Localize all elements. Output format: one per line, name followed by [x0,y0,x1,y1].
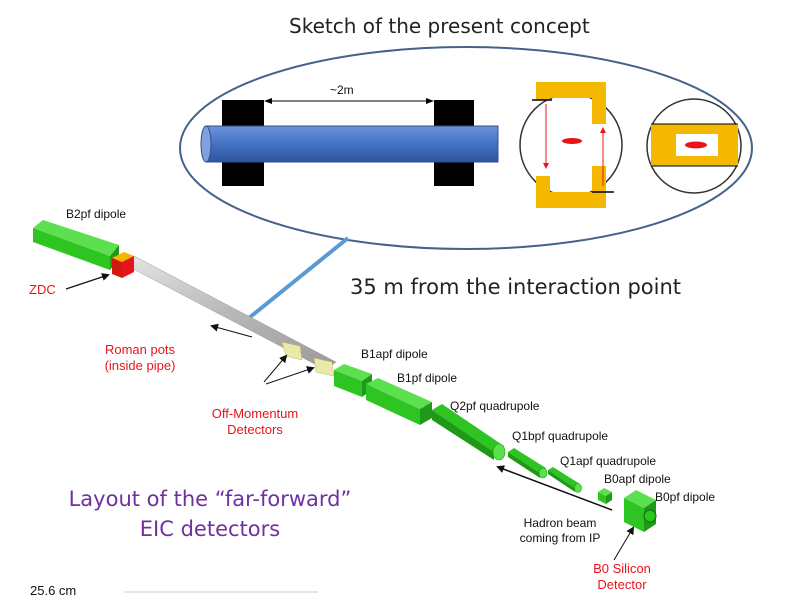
zdc-label: ZDC [29,282,56,297]
pipe-circle-closed [646,98,742,194]
beam-pipe-end [200,125,212,163]
roman-pots-pointer [210,323,253,338]
roman-pots-line2: (inside pipe) [104,358,176,373]
q1bpf-label: Q1bpf quadrupole [512,429,609,443]
hadron-beam-label: Hadron beam coming from IP [510,516,610,546]
zdc-detector [112,252,134,278]
b1pf-label: B1pf dipole [397,371,458,385]
pot-cross-section-closed [646,98,742,194]
callout-arrow [240,236,350,325]
pot-cross-section-open [519,82,623,208]
dimension-arrow-left [264,98,272,104]
off-momentum-line2: Detectors [227,422,283,437]
pot-block-lower [536,166,606,208]
q1apf-label: Q1apf quadrupole [560,454,657,468]
q1apf-quadrupole [548,467,582,493]
support-block-right-top [434,100,474,130]
b0-silicon-line1: B0 Silicon [593,561,651,576]
hadron-beam-line1: Hadron beam [523,516,597,530]
hadron-beam-arrow [496,465,613,511]
beam-spot-open [562,138,582,144]
pot-block-upper [536,82,606,124]
layout-caption-line1: Layout of the “far-forward” [68,487,352,511]
scale-label: 25.6 cm [30,583,77,598]
roman-pot-pipe-sketch [200,98,499,186]
b2pf-label: B2pf dipole [66,207,127,221]
b0-silicon-line2: Detector [597,577,647,592]
dimension-arrow-right [426,98,434,104]
b0pf-dipole [624,490,657,532]
b1apf-label: B1apf dipole [361,347,428,361]
support-block-right-bottom [434,158,474,186]
off-momentum-label: Off-Momentum Detectors [190,406,320,438]
b0-silicon-pointer [613,526,635,561]
q2pf-quadrupole [432,404,506,461]
q1bpf-quadrupole [508,448,548,479]
off-momentum-line1: Off-Momentum [211,406,299,421]
b0-silicon-label: B0 Silicon Detector [582,561,662,593]
pot-block-closed [651,124,738,166]
distance-caption: 35 m from the interaction point [350,275,682,299]
concept-title: Sketch of the present concept [289,14,590,38]
b0apf-label: B0apf dipole [604,472,671,486]
beam-pipe-blue [205,125,499,163]
zdc-pointer [65,273,110,290]
b1pf-dipole [366,378,432,425]
hadron-beam-line2: coming from IP [519,531,601,545]
b0apf-dipole [598,488,612,504]
roman-pots-label: Roman pots (inside pipe) [90,342,190,374]
layout-caption-line2: EIC detectors [139,517,281,541]
q2pf-label: Q2pf quadrupole [450,399,540,413]
b2pf-dipole [33,220,119,270]
layout-caption: Layout of the “far-forward” EIC detector… [60,484,360,544]
off-momentum-pointer-2 [265,366,315,385]
support-block-left-bottom [222,158,264,186]
support-block-left-top [222,100,264,130]
b0pf-label: B0pf dipole [655,490,716,504]
roman-pots-line1: Roman pots [104,342,176,357]
distance-label: ~2m [330,83,354,97]
beam-spot-closed [685,141,707,149]
off-momentum-pointer-1 [263,354,288,383]
